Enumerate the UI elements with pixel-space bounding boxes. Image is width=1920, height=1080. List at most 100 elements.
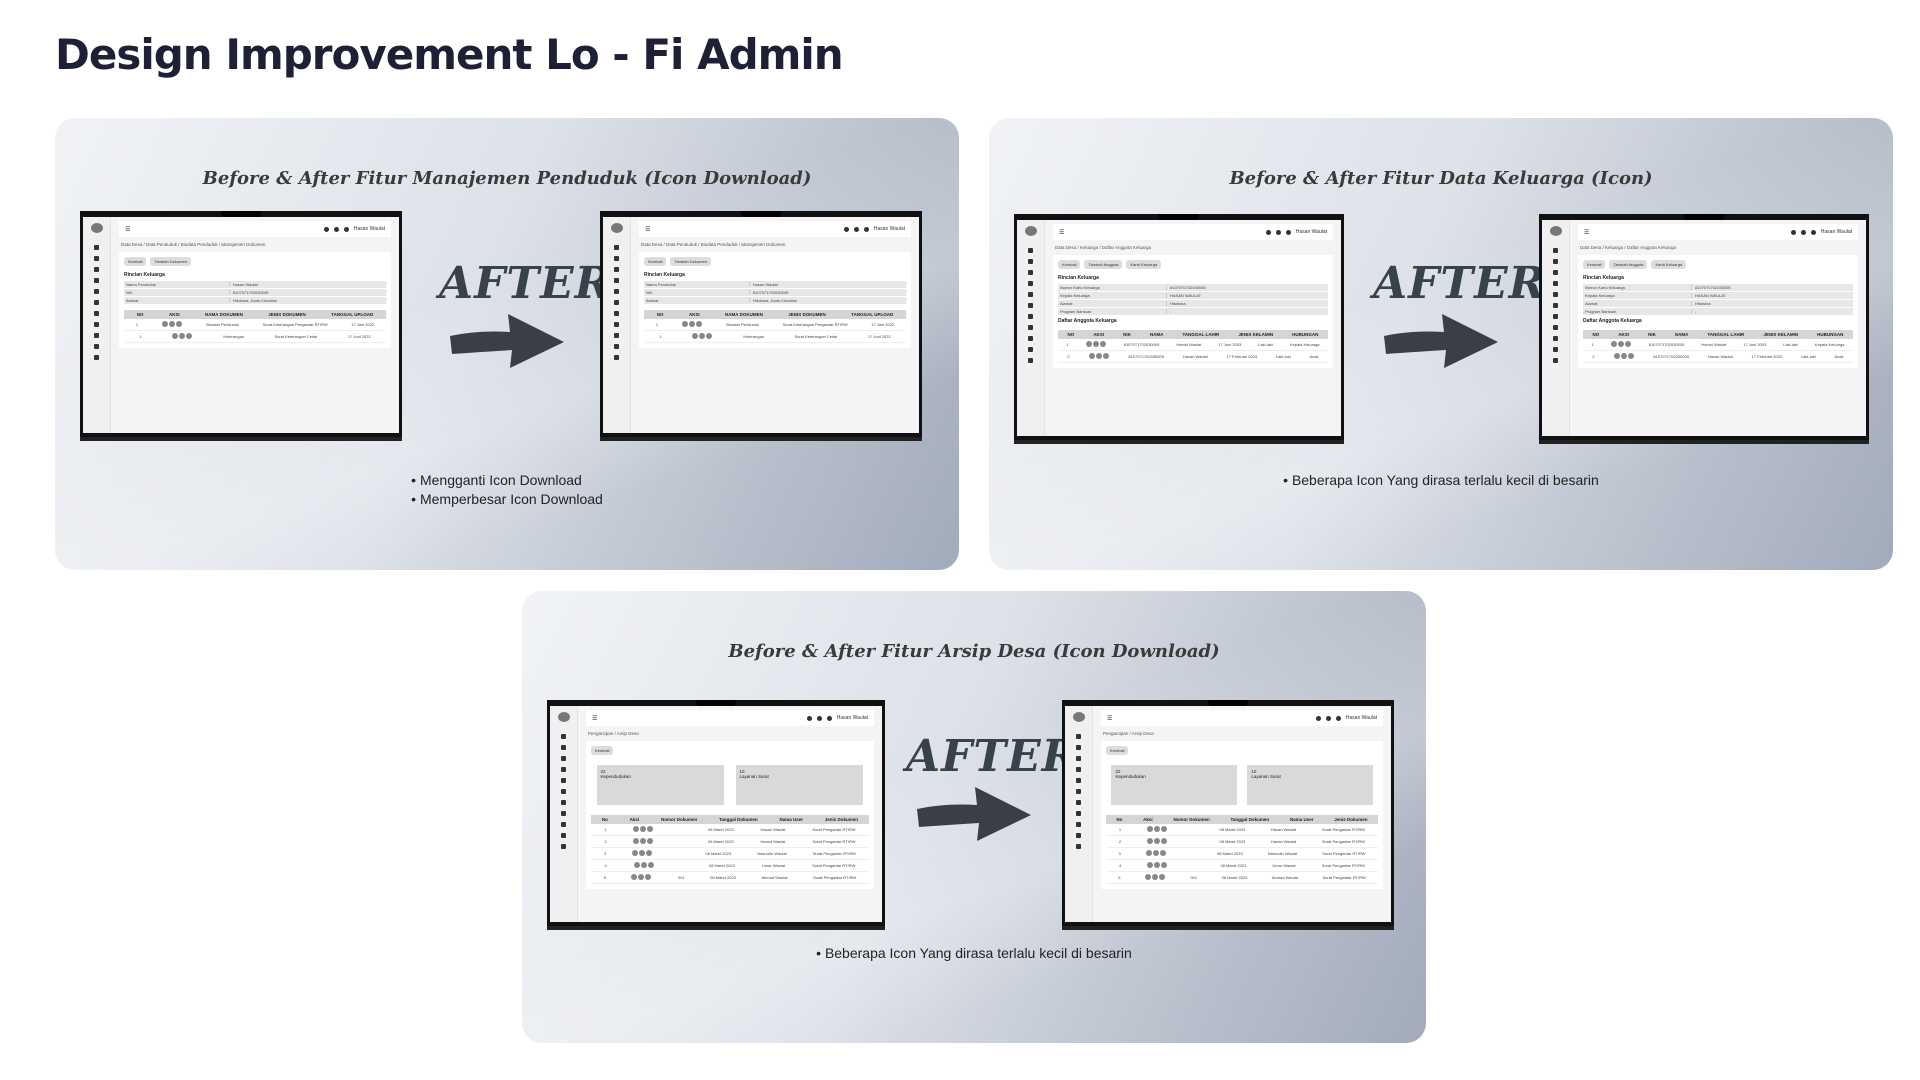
action-icon	[1620, 353, 1627, 359]
sidebar-icon	[1553, 270, 1558, 275]
action-cell	[681, 321, 703, 328]
laptop-base	[80, 437, 402, 441]
detail-key: Kepala Keluarga	[1060, 293, 1090, 298]
stat-number: 10	[1251, 769, 1257, 774]
sidebar-icon	[561, 789, 566, 794]
sidebar-icon	[614, 311, 619, 316]
detail-row: Program Bantuan-	[1058, 308, 1328, 315]
detail-value: Hituisma, Dank Chocklat	[228, 298, 386, 303]
action-icon	[631, 874, 638, 880]
logo	[610, 223, 623, 233]
stat-label: Kependudukan	[600, 774, 631, 779]
action-icon	[1102, 353, 1109, 359]
action-icon	[647, 862, 654, 868]
action-icon	[688, 321, 695, 327]
column-header: HUBUNGAN	[1292, 332, 1319, 337]
cell: Hamid Waulat	[1176, 342, 1202, 347]
column-header: NAMA DOKUMEN	[725, 312, 763, 317]
action-cell	[1145, 850, 1167, 857]
column-header: NIK	[1123, 332, 1131, 337]
action-icon	[695, 321, 702, 327]
sidebar-icon	[1076, 789, 1081, 794]
cell: Hasan Waulat	[1271, 827, 1297, 832]
avatar	[863, 226, 869, 232]
action-icon	[645, 874, 652, 880]
cell: Laki-laki	[1275, 354, 1291, 359]
action-icon	[639, 850, 646, 856]
topbar: ☰Hasan Waulat	[119, 221, 391, 237]
sidebar-icon	[1553, 303, 1558, 308]
detail-value: Hituisma, Dank Chocklat	[748, 298, 906, 303]
cell: 8107071702030005	[1653, 354, 1689, 359]
action-icon	[1151, 874, 1158, 880]
action-icon	[640, 838, 647, 844]
cell: Kepala Keluarga	[1814, 342, 1845, 347]
cell: Hasan Waulat	[1707, 354, 1733, 359]
breadcrumb: Pengarsipan / Arsip Desa	[588, 731, 639, 736]
detail-value: 8107071702030005	[228, 290, 386, 295]
column-header: NO	[1592, 332, 1600, 337]
mail-icon	[1800, 229, 1806, 235]
page-title: Design Improvement Lo - Fi Admin	[55, 30, 844, 79]
camera-notch	[221, 211, 261, 218]
cell: 2	[1592, 354, 1595, 359]
cell: Anak	[1834, 354, 1844, 359]
detail-key: Nomor Kartu Keluarga	[1060, 285, 1100, 290]
panel-title: Before & After Fitur Arsip Desa (Icon Do…	[728, 641, 1220, 662]
notes: Mengganti Icon Download Memperbesar Icon…	[55, 471, 959, 509]
topbar: ☰Hasan Waulat	[1101, 710, 1383, 726]
sidebar-icon	[94, 355, 99, 360]
detail-key: Kepala Keluarga	[1585, 293, 1615, 298]
cell: Surat Pengantar RT/RW	[1321, 863, 1365, 868]
cell: 001	[677, 875, 685, 880]
cell: Surat Pengantar RT/RW	[812, 863, 856, 868]
action-icon	[185, 333, 192, 339]
column-header: NO	[136, 312, 144, 317]
action-icon	[647, 826, 654, 832]
cell: Umar Waulat	[761, 863, 786, 868]
laptop-base	[600, 437, 922, 441]
action-icon	[171, 333, 178, 339]
action-icon	[640, 862, 647, 868]
sidebar-icon	[94, 300, 99, 305]
sidebar-icon	[1076, 767, 1081, 772]
detail-key: Program Bantuan	[1585, 309, 1617, 314]
sidebar-icon	[94, 322, 99, 327]
bell-icon	[1265, 229, 1271, 235]
action-cell	[633, 838, 654, 845]
back-button: Kembali	[1058, 260, 1081, 269]
cell: Surat Pengantar RT/RW	[812, 839, 856, 844]
logo	[1024, 226, 1037, 236]
sidebar-icon	[614, 322, 619, 327]
column-header: TANGGAL LAHIR	[1182, 332, 1220, 337]
action-icon	[1147, 862, 1154, 868]
cell: Kepala Keluarga	[1289, 342, 1320, 347]
bell-icon	[323, 226, 329, 232]
button-row: Kembali	[1106, 746, 1378, 755]
sidebar-icon	[1028, 248, 1033, 253]
cell: 08 Maret 2023	[710, 875, 736, 880]
column-header: TANGGAL UPLOAD	[331, 312, 374, 317]
cell: 2	[1067, 354, 1070, 359]
user-name: Hasan Waulat	[836, 715, 868, 721]
